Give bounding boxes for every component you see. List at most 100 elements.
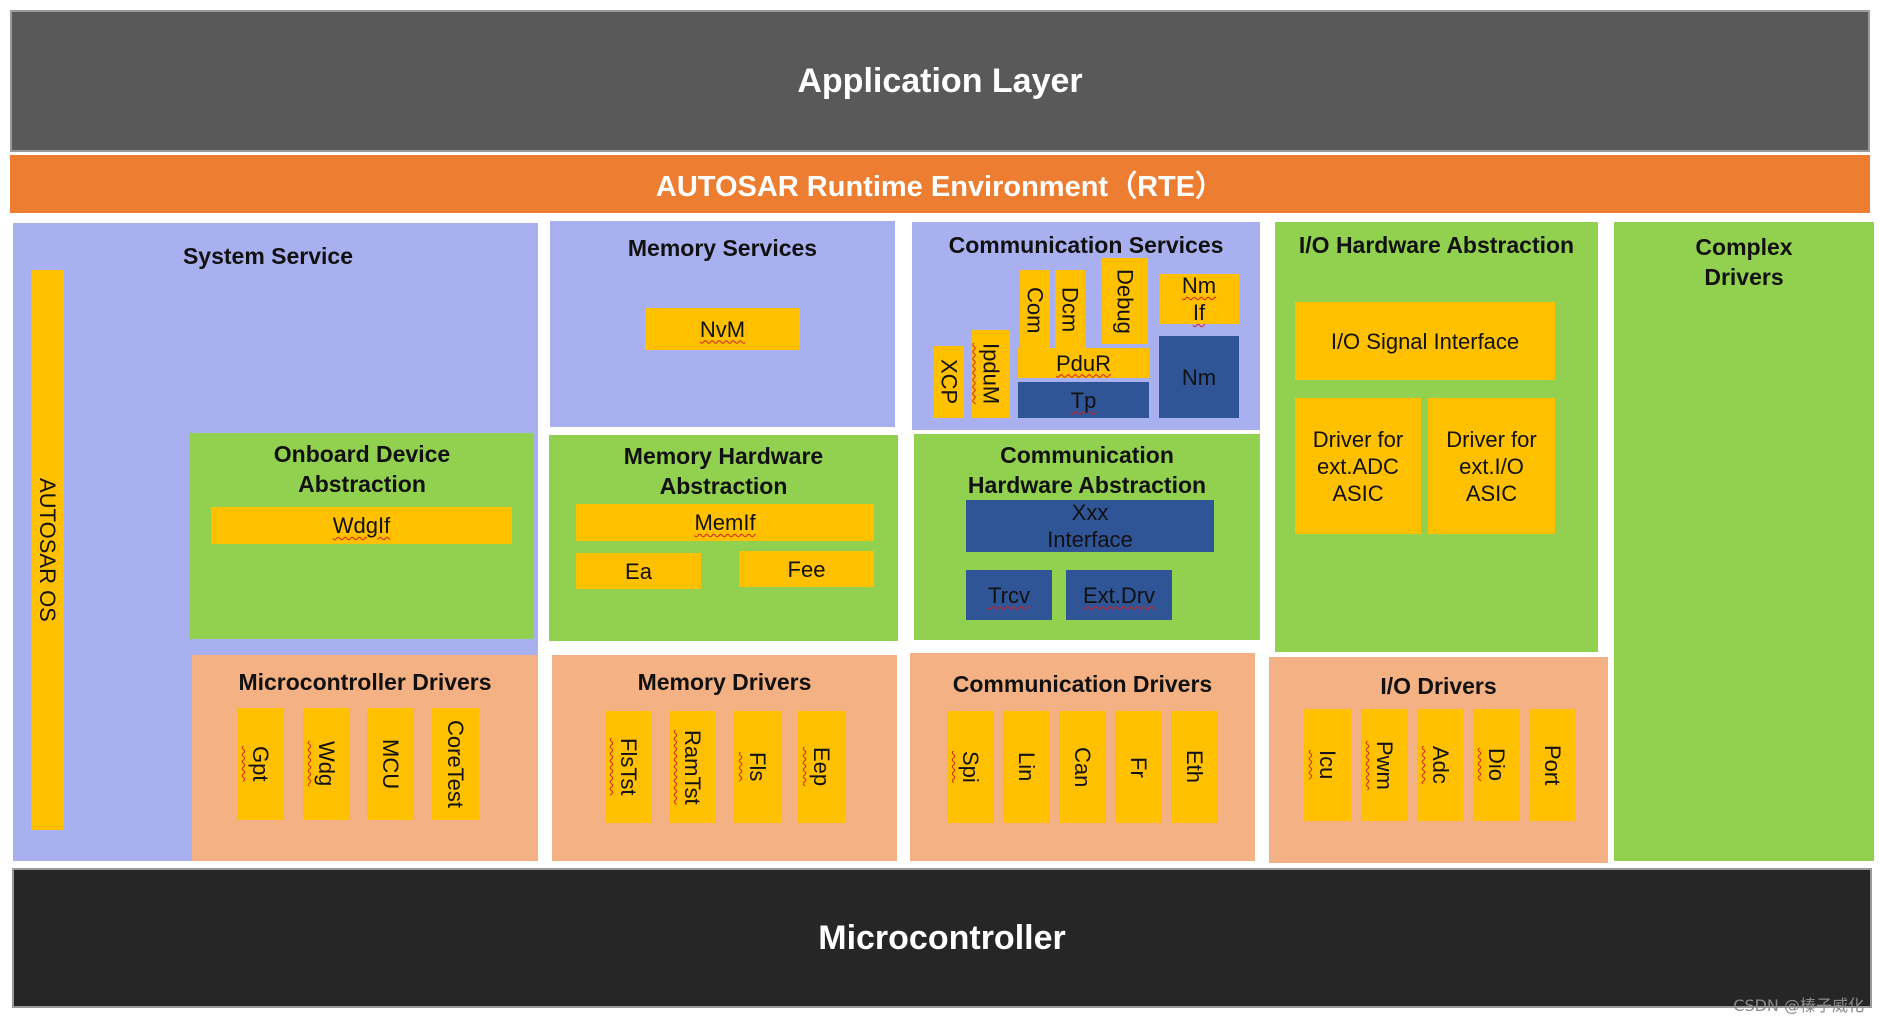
adc-label: Adc bbox=[1428, 746, 1453, 784]
debug-label: Debug bbox=[1112, 268, 1138, 334]
adc-block: Adc bbox=[1417, 709, 1464, 821]
dcm-block: Dcm bbox=[1055, 270, 1085, 350]
ramtst-label: RamTst bbox=[680, 729, 705, 805]
eep-block: Eep bbox=[798, 711, 845, 823]
onboard-device-title: Onboard Device Abstraction bbox=[273, 441, 451, 497]
memif-block: MemIf bbox=[576, 504, 874, 541]
xxx-interface-block: Xxx Interface bbox=[966, 500, 1214, 552]
icu-label: Icu bbox=[1315, 750, 1340, 780]
dio-block: Dio bbox=[1473, 709, 1520, 821]
wdgif-block: WdgIf bbox=[211, 507, 512, 544]
nm-block: Nm bbox=[1159, 336, 1239, 418]
nmif-label: Nm If bbox=[1181, 273, 1217, 325]
tp-label: Tp bbox=[1070, 387, 1097, 413]
system-service-title: System Service bbox=[182, 243, 354, 269]
communication-drivers-title: Communication Drivers bbox=[952, 671, 1213, 697]
watermark: CSDN @榛子威化 bbox=[1733, 992, 1864, 1016]
ext-io-driver-block: Driver for ext.I/O ASIC bbox=[1428, 398, 1555, 534]
debug-block: Debug bbox=[1102, 258, 1148, 344]
memif-label: MemIf bbox=[694, 510, 756, 535]
tp-block: Tp bbox=[1018, 382, 1149, 418]
lin-label: Lin bbox=[1014, 752, 1039, 782]
memory-hardware-title: Memory Hardware Abstraction bbox=[623, 443, 824, 499]
nmif-block: Nm If bbox=[1159, 273, 1239, 325]
rte-layer: AUTOSAR Runtime Environment（RTE） bbox=[10, 155, 1870, 213]
communication-drivers-panel: Communication Drivers Spi Lin Can Fr Eth bbox=[910, 653, 1255, 861]
complex-drivers-panel: Complex Drivers bbox=[1614, 222, 1874, 861]
coretest-label: CoreTest bbox=[443, 719, 468, 809]
lin-block: Lin bbox=[1003, 711, 1050, 823]
wdgif-label: WdgIf bbox=[332, 513, 391, 538]
gpt-block: Gpt bbox=[237, 708, 284, 820]
can-block: Can bbox=[1059, 711, 1106, 823]
eth-label: Eth bbox=[1182, 750, 1207, 784]
ipdum-block: IpduM bbox=[972, 330, 1010, 418]
spi-block: Spi bbox=[947, 711, 994, 823]
communication-hardware-abstraction-panel: Communication Hardware Abstraction Xxx I… bbox=[914, 434, 1260, 640]
pdur-label: PduR bbox=[1055, 350, 1112, 376]
pwm-label: Pwm bbox=[1372, 740, 1397, 790]
autosar-os-label: AUTOSAR OS bbox=[35, 478, 60, 622]
io-signal-interface-block: I/O Signal Interface bbox=[1295, 302, 1555, 380]
trcv-block: Trcv bbox=[966, 570, 1052, 620]
io-drivers-title: I/O Drivers bbox=[1380, 673, 1497, 699]
flstst-label: FlsTst bbox=[616, 738, 641, 796]
microcontroller-drivers-panel: Microcontroller Drivers Gpt Wdg MCU Core… bbox=[192, 655, 538, 861]
ea-label: Ea bbox=[625, 558, 652, 584]
eth-block: Eth bbox=[1171, 711, 1218, 823]
complex-drivers-title: Complex Drivers bbox=[1695, 234, 1793, 290]
ext-adc-driver-label: Driver for ext.ADC ASIC bbox=[1312, 426, 1404, 506]
memory-services-panel: Memory Services NvM bbox=[550, 221, 895, 427]
communication-services-panel: Communication Services Com Dcm Debug Nm … bbox=[912, 222, 1260, 430]
xcp-block: XCP bbox=[934, 346, 964, 418]
flstst-block: FlsTst bbox=[605, 711, 652, 823]
watermark-label: CSDN @榛子威化 bbox=[1733, 996, 1864, 1015]
mcu-label: MCU bbox=[378, 738, 403, 790]
io-signal-interface-label: I/O Signal Interface bbox=[1330, 328, 1520, 354]
icu-block: Icu bbox=[1304, 709, 1351, 821]
fee-label: Fee bbox=[787, 556, 826, 582]
com-label: Com bbox=[1022, 286, 1048, 334]
memory-drivers-panel: Memory Drivers FlsTst RamTst Fls Eep bbox=[552, 655, 897, 861]
extdrv-label: Ext.Drv bbox=[1082, 582, 1156, 608]
spi-label: Spi bbox=[958, 751, 983, 783]
memory-drivers-title: Memory Drivers bbox=[637, 669, 812, 695]
wdg-block: Wdg bbox=[303, 708, 350, 820]
coretest-block: CoreTest bbox=[432, 708, 479, 820]
microcontroller-drivers-title: Microcontroller Drivers bbox=[238, 669, 492, 695]
microcontroller-label: Microcontroller bbox=[818, 918, 1066, 957]
ramtst-block: RamTst bbox=[669, 711, 716, 823]
onboard-device-abstraction-panel: Onboard Device Abstraction WdgIf bbox=[190, 433, 534, 639]
ext-adc-driver-block: Driver for ext.ADC ASIC bbox=[1295, 398, 1421, 534]
application-layer: Application Layer bbox=[10, 10, 1870, 152]
can-label: Can bbox=[1070, 746, 1095, 788]
eep-label: Eep bbox=[809, 747, 834, 787]
nm-label: Nm bbox=[1181, 364, 1217, 390]
io-hardware-title: I/O Hardware Abstraction bbox=[1298, 232, 1575, 258]
communication-services-title: Communication Services bbox=[948, 232, 1224, 258]
ipdum-label: IpduM bbox=[978, 343, 1004, 405]
com-block: Com bbox=[1020, 270, 1050, 350]
application-layer-label: Application Layer bbox=[797, 61, 1083, 100]
fls-label: Fls bbox=[745, 752, 770, 782]
port-block: Port bbox=[1529, 709, 1576, 821]
io-drivers-panel: I/O Drivers Icu Pwm Adc Dio Port bbox=[1269, 657, 1608, 863]
communication-hardware-title: Communication Hardware Abstraction bbox=[967, 442, 1207, 498]
fls-block: Fls bbox=[734, 711, 781, 823]
pdur-block: PduR bbox=[1018, 348, 1149, 378]
io-hardware-abstraction-panel: I/O Hardware Abstraction I/O Signal Inte… bbox=[1275, 222, 1598, 652]
autosar-os-block: AUTOSAR OS bbox=[31, 270, 64, 830]
memory-hardware-abstraction-panel: Memory Hardware Abstraction MemIf Ea Fee bbox=[549, 435, 898, 641]
rte-label: AUTOSAR Runtime Environment（RTE） bbox=[655, 171, 1225, 203]
fr-label: Fr bbox=[1126, 756, 1151, 778]
trcv-label: Trcv bbox=[988, 582, 1030, 608]
ext-io-driver-label: Driver for ext.I/O ASIC bbox=[1446, 426, 1537, 506]
ea-block: Ea bbox=[576, 553, 701, 589]
xcp-label: XCP bbox=[936, 359, 962, 405]
mcu-block: MCU bbox=[367, 708, 414, 820]
fr-block: Fr bbox=[1115, 711, 1162, 823]
nvm-block: NvM bbox=[645, 308, 800, 350]
port-label: Port bbox=[1540, 744, 1565, 786]
gpt-label: Gpt bbox=[248, 746, 273, 782]
pwm-block: Pwm bbox=[1361, 709, 1408, 821]
